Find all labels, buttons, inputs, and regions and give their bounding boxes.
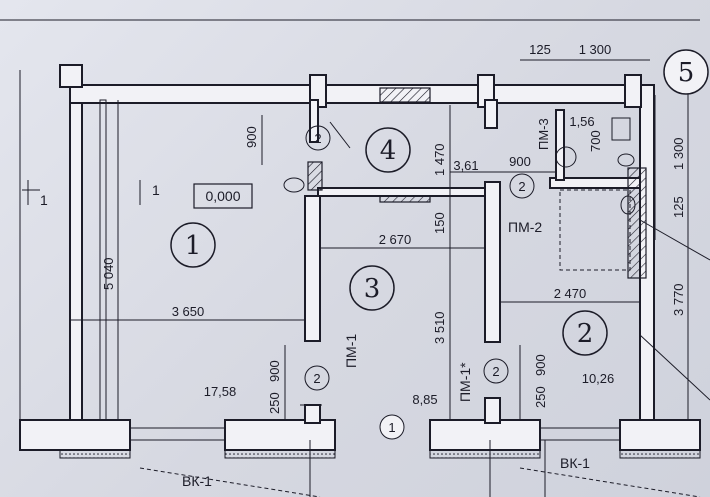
- level-mark: 0,000: [205, 188, 240, 204]
- hatched-block: [307, 161, 323, 191]
- wall-bottom-right-a: [429, 419, 541, 451]
- area-room4: 3,61: [453, 158, 478, 173]
- dim-150: 150: [432, 212, 447, 234]
- partition-pm3: [555, 109, 565, 181]
- room-markers: [170, 49, 709, 440]
- dim-900-room4: 900: [244, 126, 259, 148]
- pm-circle: [305, 125, 331, 151]
- level-box: [193, 183, 253, 209]
- area-room5: 1,56: [569, 114, 594, 129]
- room-4-circle: [365, 127, 411, 173]
- dim-3770: 3 770: [671, 283, 686, 316]
- partition-pm1-star: [484, 181, 501, 343]
- leader-line: [639, 334, 710, 401]
- room-4-number: 4: [380, 136, 397, 166]
- fixtures: [283, 117, 636, 271]
- room-3-circle: [349, 265, 395, 311]
- area-room1: 17,58: [204, 384, 237, 399]
- room-5-number: 5: [678, 58, 695, 88]
- partition-4-left: [309, 99, 319, 143]
- bottom-wall: [19, 397, 701, 459]
- dim-125-right: 125: [671, 196, 686, 218]
- sink-icon: [283, 177, 305, 193]
- dim-250-left: 250: [267, 392, 282, 414]
- leader-line: [639, 219, 710, 261]
- vk-circle-label: 1: [388, 420, 395, 435]
- vk-circle: [379, 414, 405, 440]
- pm-circle: [509, 173, 535, 199]
- dim-2470: 2 470: [554, 286, 587, 301]
- dim-3510: 3 510: [432, 311, 447, 344]
- pm-circle: [555, 146, 577, 168]
- partition-pm1: [304, 195, 321, 342]
- vent-shaft: [627, 167, 647, 279]
- pm-circle-label: 2: [492, 364, 499, 379]
- label-pm1-star: ПМ-1*: [457, 362, 473, 402]
- room-3-number: 3: [364, 274, 381, 304]
- labels: 1 2 3 4 5 0,000 17,58 10,26 3,61 1,56 1 …: [40, 42, 694, 489]
- vk-leader: [519, 467, 701, 497]
- leader-line: [329, 121, 351, 149]
- partition-stub: [484, 99, 498, 129]
- room-5-circle: [663, 49, 709, 95]
- wall-bottom-left: [19, 419, 131, 451]
- dim-2670: 2 670: [379, 232, 412, 247]
- label-pm1-left: ПМ-1: [343, 334, 359, 368]
- sink-icon: [617, 153, 635, 167]
- room-1-circle: [170, 222, 216, 268]
- corner-column: [59, 64, 83, 88]
- dim-1470: 1 470: [432, 143, 447, 176]
- dim-125-top: 125: [529, 42, 551, 57]
- wall-base: [224, 449, 336, 459]
- toilet-icon: [611, 117, 631, 141]
- dim-5040: 5 040: [101, 257, 116, 290]
- wall-base: [619, 449, 701, 459]
- dim-3650: 3 650: [172, 304, 205, 319]
- dim-250-right: 250: [533, 386, 548, 408]
- pm-circle-label: 2: [518, 179, 525, 194]
- wall-left: [69, 84, 83, 426]
- partitions: [304, 87, 647, 343]
- vk-leader: [139, 467, 321, 497]
- pm-circle: [483, 358, 509, 384]
- room-2-circle: [562, 310, 608, 356]
- pm-circle-label: 2: [314, 131, 321, 146]
- hatched-window: [379, 87, 431, 103]
- section-mark-left: 1: [40, 192, 48, 208]
- section-mark-inner: 1: [152, 182, 160, 198]
- sink-icon: [620, 195, 636, 215]
- pm-circle-label: 2: [313, 371, 320, 386]
- label-pm3: ПМ-3: [536, 118, 551, 150]
- pilaster: [624, 74, 642, 108]
- dim-900-right: 900: [533, 354, 548, 376]
- label-pm2: ПМ-2: [508, 219, 542, 235]
- wall-bottom-right-b: [619, 419, 701, 451]
- label-vk-right: ВК-1: [560, 455, 590, 471]
- wall-base: [429, 449, 541, 459]
- area-8-85: 8,85: [412, 392, 437, 407]
- wall-base: [59, 449, 131, 459]
- room-2-number: 2: [577, 319, 594, 349]
- hatched-strip: [379, 195, 431, 203]
- dim-1300-top: 1 300: [579, 42, 612, 57]
- label-vk-left: ВК-1: [182, 473, 212, 489]
- partition-4-bottom: [317, 187, 489, 197]
- dim-900-left: 900: [267, 360, 282, 382]
- pm-circle: [304, 365, 330, 391]
- wall-stub: [484, 397, 501, 424]
- dim-900-mid: 900: [509, 154, 531, 169]
- dimension-lines: [22, 59, 710, 497]
- area-room2: 10,26: [582, 371, 615, 386]
- wall-bottom-mid: [224, 419, 336, 451]
- shower-outline: [559, 189, 631, 271]
- room-1-number: 1: [185, 231, 202, 261]
- dim-1300-right: 1 300: [671, 137, 686, 170]
- dim-700: 700: [588, 130, 603, 152]
- wall-top-right: [489, 84, 641, 104]
- wall-stub: [304, 404, 321, 424]
